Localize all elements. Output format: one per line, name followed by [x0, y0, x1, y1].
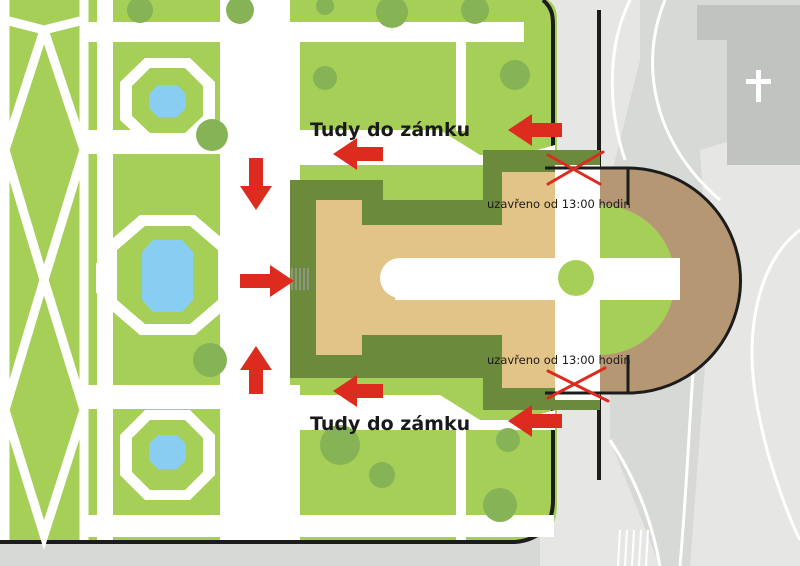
- park-fence: [0, 0, 555, 544]
- arrow-right-west: [240, 265, 294, 297]
- closed-label-south: uzavřeno od 13:00 hodin: [487, 353, 631, 367]
- arrow-left-south-street: [508, 405, 562, 437]
- parterre-paths: [0, 0, 89, 550]
- arrow-left-north-street: [508, 114, 562, 146]
- cross-icon: [746, 70, 771, 102]
- street-line-5: [608, 439, 662, 566]
- red-x-icon-north: [546, 150, 605, 186]
- courtyard-circle-back: [380, 258, 420, 298]
- street-line-1: [610, 0, 632, 161]
- entrance-label-south: Tudy do zámku: [310, 413, 470, 435]
- street-steps: [617, 529, 649, 566]
- entrance-label-north: Tudy do zámku: [310, 119, 470, 141]
- south-entry-path: [300, 395, 555, 430]
- closed-label-north: uzavřeno od 13:00 hodin: [487, 197, 631, 211]
- rotunda-outline: [600, 166, 742, 395]
- street-line-3: [750, 228, 800, 541]
- courtyard-lawn-circle: [558, 260, 594, 296]
- rotunda-lawn-cut: [600, 258, 680, 300]
- pond-icon: [142, 85, 193, 469]
- arrow-left-south-path: [333, 375, 383, 407]
- arrow-up-south: [240, 346, 272, 394]
- arrow-left-north-path: [333, 138, 383, 170]
- church-building: [697, 5, 800, 165]
- entrance-steps: [291, 268, 309, 290]
- parterre-left-edge: [0, 0, 3, 540]
- arrow-down-north: [240, 158, 272, 210]
- red-x-icon-south: [546, 366, 610, 403]
- street-line-2: [651, 0, 721, 202]
- tree-icons: [127, 0, 530, 522]
- red-arrow-icon: [240, 114, 562, 437]
